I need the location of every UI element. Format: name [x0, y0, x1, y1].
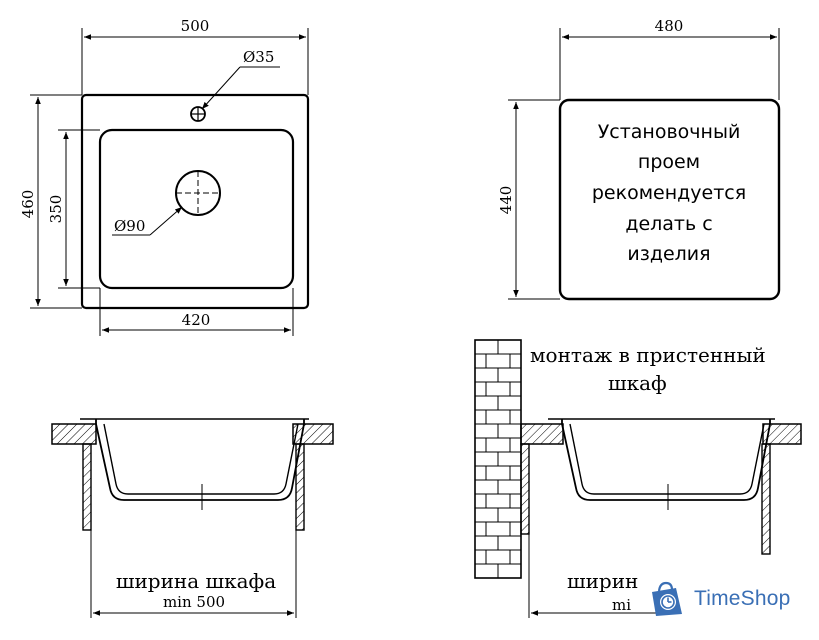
- cutout-width-label: 480: [655, 17, 684, 35]
- cutout-note-line-2: проем: [638, 151, 700, 173]
- drain-hole-icon: [175, 170, 221, 216]
- cutout-note-line-1: Установочный: [598, 121, 741, 143]
- shopping-bag-clock-icon: [652, 581, 682, 616]
- bowl-height-label: 350: [47, 195, 65, 224]
- section-right: ширин mi монтаж в пристенный шкаф: [474, 339, 802, 618]
- cutout-view: 480 440 Установочный проем рекомендуется…: [497, 17, 781, 301]
- top-height-label: 460: [19, 190, 37, 219]
- sink-top-view: 500 460 350 420 Ø35 Ø90: [19, 17, 310, 336]
- cabinet-min-label: min 500: [163, 593, 225, 611]
- wall-mount-min-partial: mi: [612, 596, 631, 614]
- drain-hole-label: Ø90: [114, 217, 145, 235]
- cutout-note-line-4: делать с: [625, 213, 712, 235]
- section-left: ширина шкафа min 500: [51, 418, 334, 618]
- cutout-note-line-3: рекомендуется: [592, 182, 746, 204]
- tap-hole-label: Ø35: [243, 48, 274, 66]
- top-width-label: 500: [181, 17, 210, 35]
- watermark-text: TimeShop: [694, 587, 791, 610]
- brick-wall: [474, 339, 522, 579]
- tap-hole-icon: [190, 106, 206, 122]
- wall-mount-title-line-2: шкаф: [608, 371, 667, 395]
- cabinet-width-caption: ширина шкафа: [116, 569, 276, 593]
- wall-mount-title-line-1: монтаж в пристенный: [530, 343, 766, 367]
- timeshop-watermark: TimeShop: [648, 578, 816, 620]
- wall-mount-caption-partial: ширин: [567, 569, 638, 593]
- cutout-height-label: 440: [497, 186, 515, 215]
- bowl-width-label: 420: [182, 311, 211, 329]
- cutout-note-line-5: изделия: [627, 243, 710, 265]
